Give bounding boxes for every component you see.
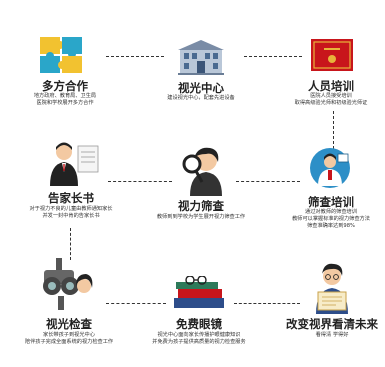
certificate-icon bbox=[311, 39, 353, 71]
step-title-s9: 改变视界看清未来 bbox=[286, 317, 378, 331]
books-glasses-icon bbox=[174, 276, 224, 308]
connector-7-8 bbox=[106, 303, 166, 304]
step-title-s7: 视光检查 bbox=[46, 317, 92, 331]
student-diploma-icon bbox=[316, 263, 348, 314]
teacher-icon bbox=[50, 142, 99, 186]
trainer-icon bbox=[310, 148, 350, 188]
step-desc-s6: 通过对教师的筛查培训教师可以掌握标准的视力筛查方法筛查准确率达到98% bbox=[292, 209, 370, 230]
step-title-s1: 多方合作 bbox=[42, 79, 88, 93]
step-title-s6: 筛查培训 bbox=[308, 195, 354, 209]
connector-6-5 bbox=[236, 181, 300, 182]
magnifier-person-icon bbox=[182, 147, 222, 196]
building-icon bbox=[178, 40, 224, 75]
step-title-s2: 视光中心 bbox=[178, 81, 224, 95]
connector-5-4 bbox=[108, 181, 172, 182]
step-desc-s9: 看得清 学得好 bbox=[315, 332, 349, 338]
connector-8-9 bbox=[234, 303, 300, 304]
step-desc-s3: 医院人员接受培训取得高级验光师和初级验光师证 bbox=[294, 93, 368, 107]
step-desc-s1: 地方政府、教育局、卫生局医院和学校展开多方合作 bbox=[33, 93, 97, 107]
step-desc-s4: 对于视力不良的儿童由教师通知家长并发一封中肯的告家长书 bbox=[29, 206, 113, 220]
step-title-s5: 视力筛查 bbox=[178, 199, 224, 213]
step-desc-s8: 视光中心面向家长传播护眼健康知识并免费为孩子提供高质量的视力检查服务 bbox=[152, 332, 246, 346]
step-desc-s5: 教师到到学校为学生展开视力筛查工作 bbox=[156, 214, 246, 220]
connector-1-2 bbox=[106, 56, 164, 57]
connector-2-3 bbox=[244, 56, 302, 57]
eye-exam-icon bbox=[43, 258, 93, 310]
step-desc-s7: 家长带孩子到视光中心陪伴孩子完成全面系统的视力检查工作 bbox=[24, 332, 114, 346]
step-title-s3: 人员培训 bbox=[308, 79, 354, 93]
connector-3-6 bbox=[333, 111, 334, 149]
step-desc-s2: 建设视光中心，配套先进设备 bbox=[167, 95, 235, 101]
puzzle-icon bbox=[40, 37, 82, 73]
step-title-s4: 告家长书 bbox=[48, 191, 94, 205]
step-title-s8: 免费眼镜 bbox=[176, 317, 222, 331]
connector-4-7 bbox=[70, 228, 71, 260]
